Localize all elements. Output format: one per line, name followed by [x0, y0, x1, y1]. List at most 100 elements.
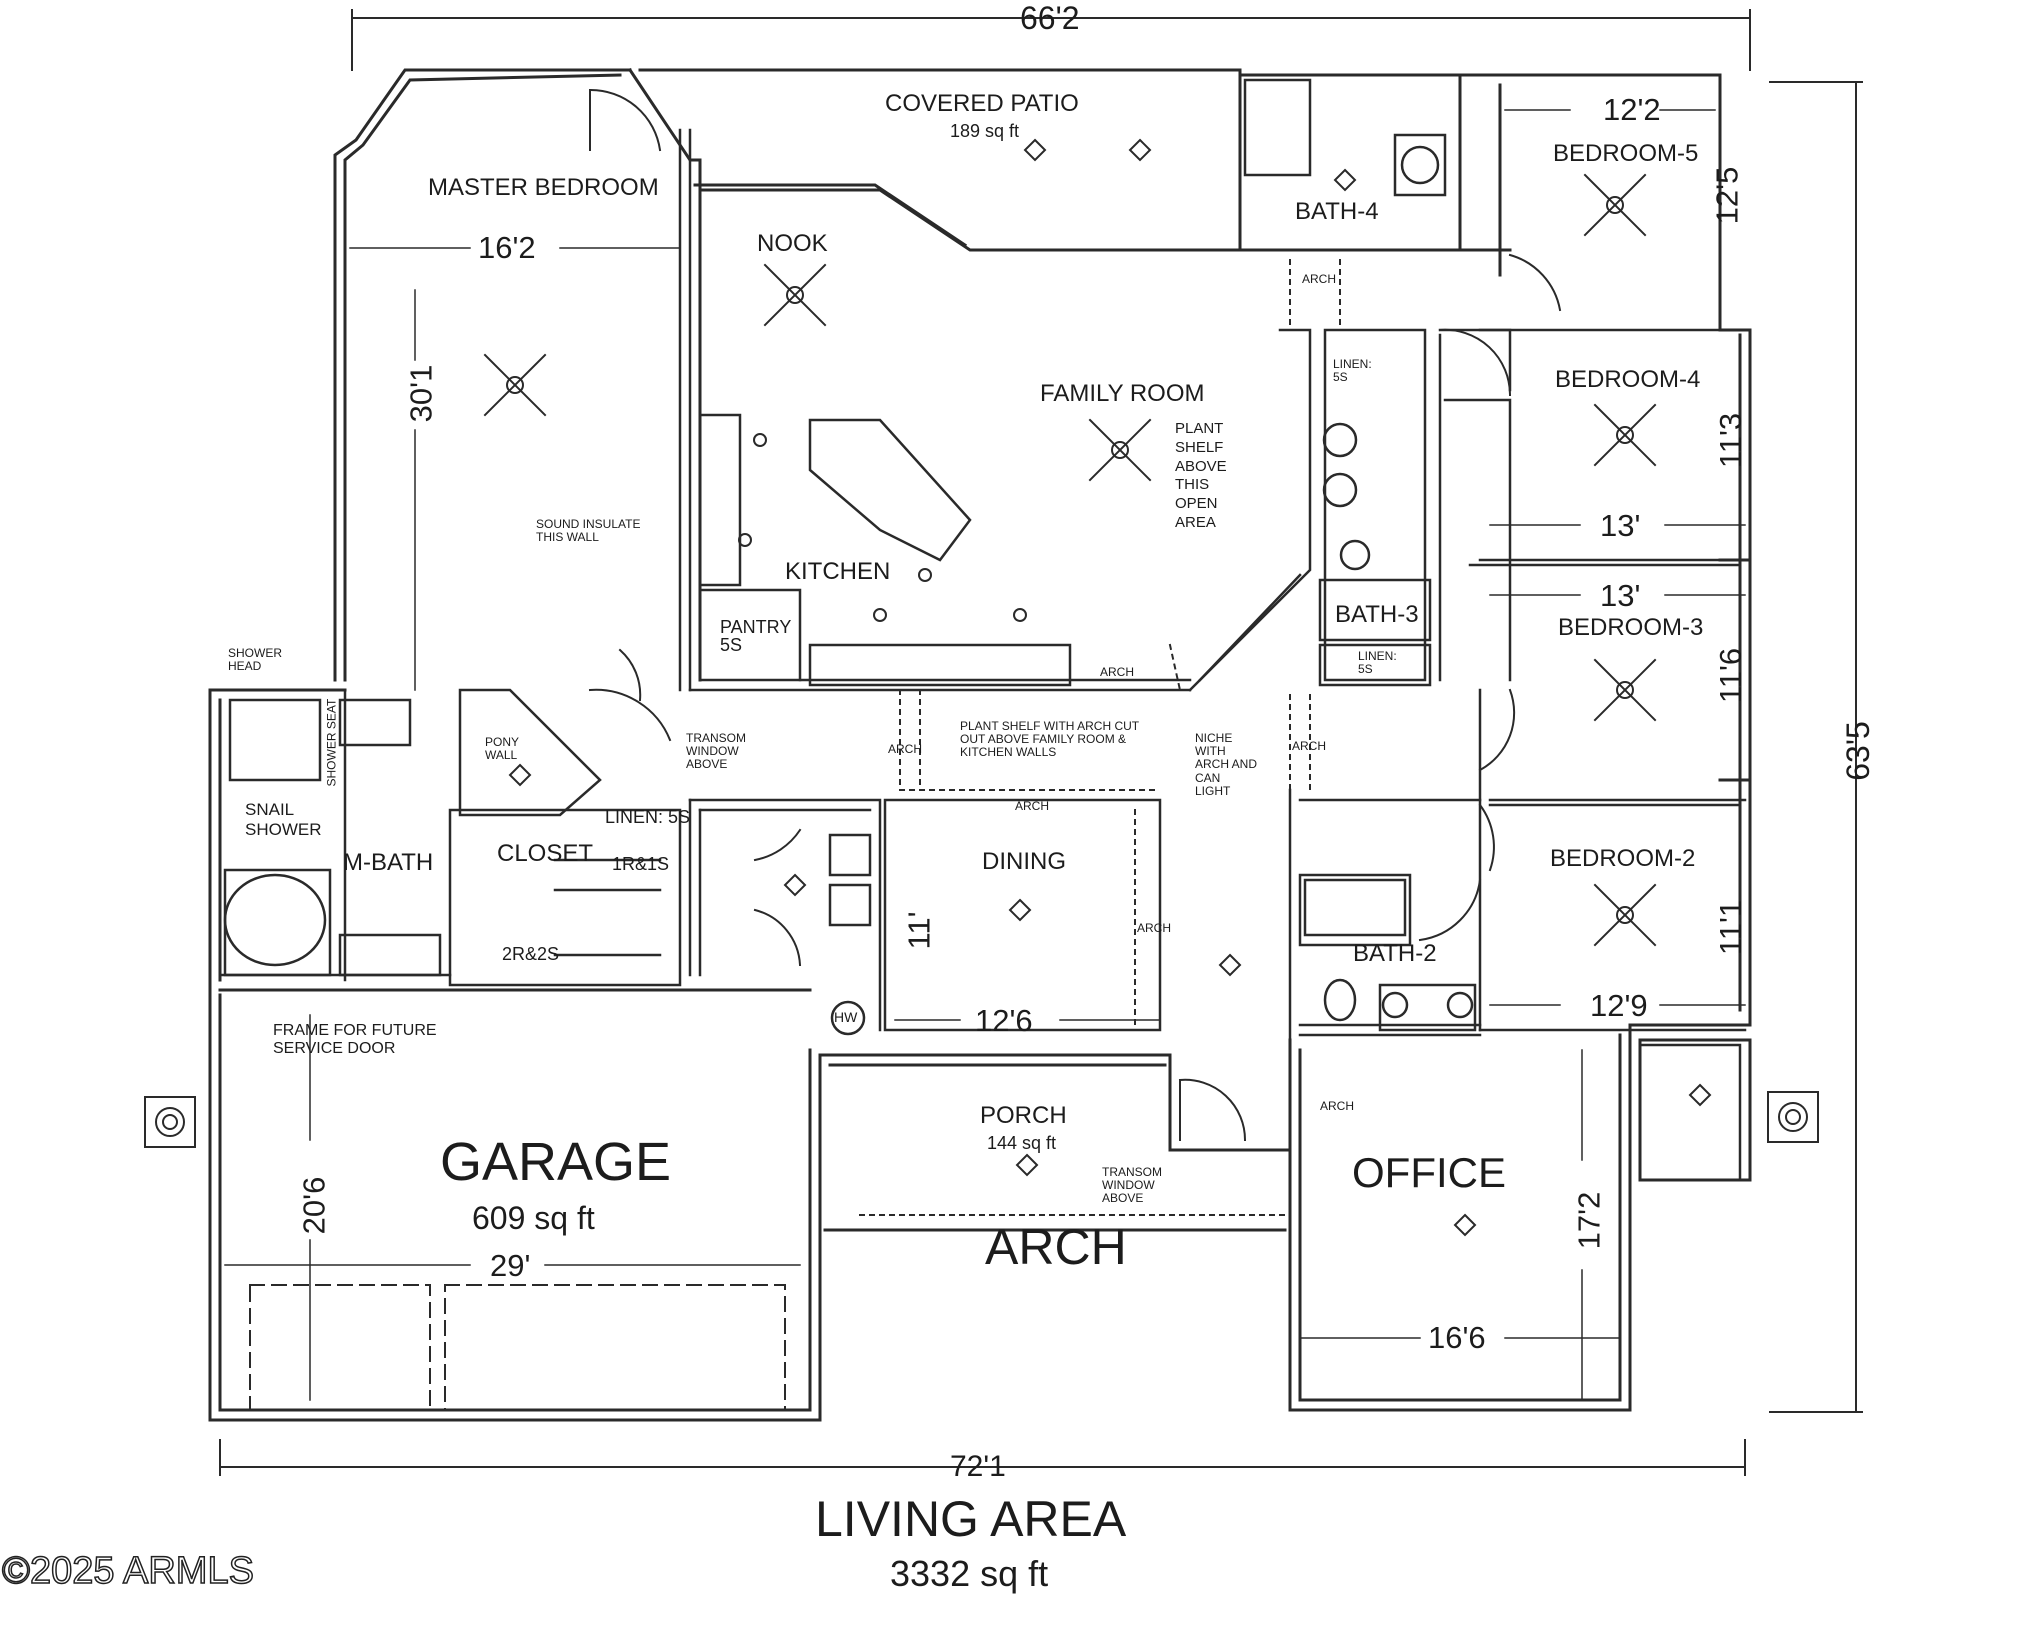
closet-rod1: 1R&1S: [612, 854, 670, 874]
bedroom3-label: BEDROOM-3: [1558, 614, 1704, 641]
frame-future-note: FRAME FOR FUTURE SERVICE DOOR: [273, 1022, 437, 1059]
bath3-label: BATH-3: [1335, 601, 1419, 628]
note-line: SHELF: [1175, 438, 1224, 456]
master-bedroom-label: MASTER BEDROOM: [428, 174, 659, 201]
linen-small-2: LINEN: 5S: [1358, 649, 1397, 677]
bedroom2-label: BEDROOM-2: [1550, 845, 1696, 872]
note-line: CAN: [1195, 770, 1221, 785]
covered-patio-area: 189 sq ft: [950, 121, 1020, 141]
speaker-icons: [144, 1091, 1819, 1148]
arch-label-6: ARCH: [1137, 921, 1172, 935]
arch-label-5: ARCH: [1015, 799, 1050, 813]
sound-insulate-note: SOUND INSULATE THIS WALL: [536, 517, 641, 545]
note-line: THIS: [1175, 476, 1210, 494]
note-line: OUT ABOVE FAMILY ROOM &: [960, 732, 1127, 747]
bath2-label: BATH-2: [1353, 940, 1437, 967]
arch-label-3: ARCH: [888, 742, 923, 756]
plant-shelf-note: PLANT SHELF ABOVE THIS OPEN AREA: [1175, 420, 1227, 533]
snail-shower-note: SNAIL SHOWER: [245, 800, 322, 839]
note-line: KITCHEN WALLS: [960, 745, 1057, 760]
note-line: WALL: [485, 748, 518, 763]
kitchen-label: KITCHEN: [785, 558, 891, 585]
closet-label: CLOSET: [497, 840, 594, 867]
bedroom3-length: 11'6: [1713, 647, 1749, 704]
note-line: FRAME FOR FUTURE: [273, 1022, 437, 1039]
garage-length: 20'6: [296, 1176, 332, 1235]
master-bedroom-width: 16'2: [478, 230, 536, 265]
bedroom5-length: 12'5: [1709, 166, 1745, 225]
note-line: SERVICE DOOR: [273, 1040, 396, 1058]
note-line: WINDOW: [1102, 1178, 1155, 1193]
bedroom3-width: 13': [1600, 578, 1641, 613]
note-line: WINDOW: [686, 744, 739, 759]
note-line: ARCH AND: [1195, 757, 1258, 772]
office-width: 16'6: [1428, 1320, 1486, 1355]
note-line: AREA: [1175, 513, 1216, 531]
nook-label: NOOK: [757, 230, 828, 257]
bedroom5-width: 12'2: [1603, 92, 1661, 127]
pony-wall-note: PONY WALL: [485, 735, 520, 763]
note-line: LIGHT: [1195, 783, 1231, 798]
plant-shelf-arch-note: PLANT SHELF WITH ARCH CUT OUT ABOVE FAMI…: [960, 719, 1140, 760]
pantry-code: 5S: [720, 635, 743, 655]
note-line: THIS WALL: [536, 530, 599, 545]
closet-rod2: 2R&2S: [502, 944, 560, 964]
arch-big-label: ARCH: [985, 1219, 1127, 1275]
transom-note-2: TRANSOM WINDOW ABOVE: [1102, 1165, 1162, 1206]
note-line: LINEN:: [1333, 357, 1372, 371]
bedroom2-length: 11'1: [1713, 899, 1749, 956]
bedroom4-label: BEDROOM-4: [1555, 366, 1701, 393]
interior-walls: [218, 78, 1747, 1411]
porch-label: PORCH: [980, 1102, 1067, 1129]
bath4-label: BATH-4: [1295, 198, 1379, 225]
bedroom2-width: 12'9: [1590, 988, 1648, 1023]
office-label: OFFICE: [1352, 1149, 1506, 1196]
overall-top-width: 66'2: [1020, 0, 1080, 36]
watermark: ©2025 ARMLS: [1, 1550, 254, 1592]
dimension-lines: [219, 9, 1863, 1476]
note-line: PLANT: [1175, 420, 1224, 437]
bedroom4-width: 13': [1600, 508, 1641, 543]
ceiling-fan-icons: [483, 173, 1657, 947]
shower-seat-note: SHOWER SEAT: [324, 698, 339, 787]
note-line: LINEN:: [1358, 649, 1397, 663]
note-line: NICHE: [1195, 731, 1233, 745]
note-line: PONY: [485, 735, 520, 749]
family-room-label: FAMILY ROOM: [1040, 380, 1205, 407]
porch-area: 144 sq ft: [987, 1133, 1057, 1153]
note-line: 5S: [1333, 370, 1348, 385]
note-line: TRANSOM: [686, 731, 746, 745]
dining-width: 12'6: [975, 1003, 1033, 1038]
arch-label-1: ARCH: [1302, 272, 1337, 286]
office-length: 17'2: [1571, 1191, 1607, 1250]
garage-label: GARAGE: [440, 1132, 672, 1192]
light-icons: [508, 138, 1712, 1237]
arch-label-4: ARCH: [1292, 739, 1327, 753]
living-area-value: 3332 sq ft: [890, 1553, 1049, 1594]
living-area-title: LIVING AREA: [815, 1491, 1127, 1547]
inner-dim-lines: [224, 109, 1746, 1401]
master-bedroom-length: 30'1: [403, 364, 439, 423]
pantry-label: PANTRY: [720, 617, 792, 637]
note-line: SHOWER: [245, 819, 322, 839]
note-line: HEAD: [228, 659, 262, 674]
linen-5s-label: LINEN: 5S: [605, 807, 691, 827]
niche-note: NICHE WITH ARCH AND CAN LIGHT: [1195, 731, 1258, 798]
note-line: ABOVE: [1175, 457, 1227, 475]
overall-bottom-width: 72'1: [950, 1450, 1006, 1483]
note-line: SOUND INSULATE: [536, 517, 641, 531]
bedroom4-length: 11'3: [1713, 412, 1749, 469]
note-line: OPEN: [1175, 495, 1218, 512]
transom-note-1: TRANSOM WINDOW ABOVE: [686, 731, 746, 772]
shower-head-note: SHOWER HEAD: [228, 646, 282, 674]
dining-label: DINING: [982, 848, 1066, 875]
note-line: PLANT SHELF WITH ARCH CUT: [960, 719, 1140, 733]
garage-width: 29': [490, 1248, 531, 1283]
note-line: 5S: [1358, 662, 1373, 677]
note-line: SNAIL: [245, 800, 295, 819]
covered-patio-label: COVERED PATIO: [885, 90, 1079, 117]
dining-length: 11': [901, 911, 937, 950]
bedroom5-label: BEDROOM-5: [1553, 140, 1699, 167]
overall-right-height: 63'5: [1839, 721, 1876, 781]
